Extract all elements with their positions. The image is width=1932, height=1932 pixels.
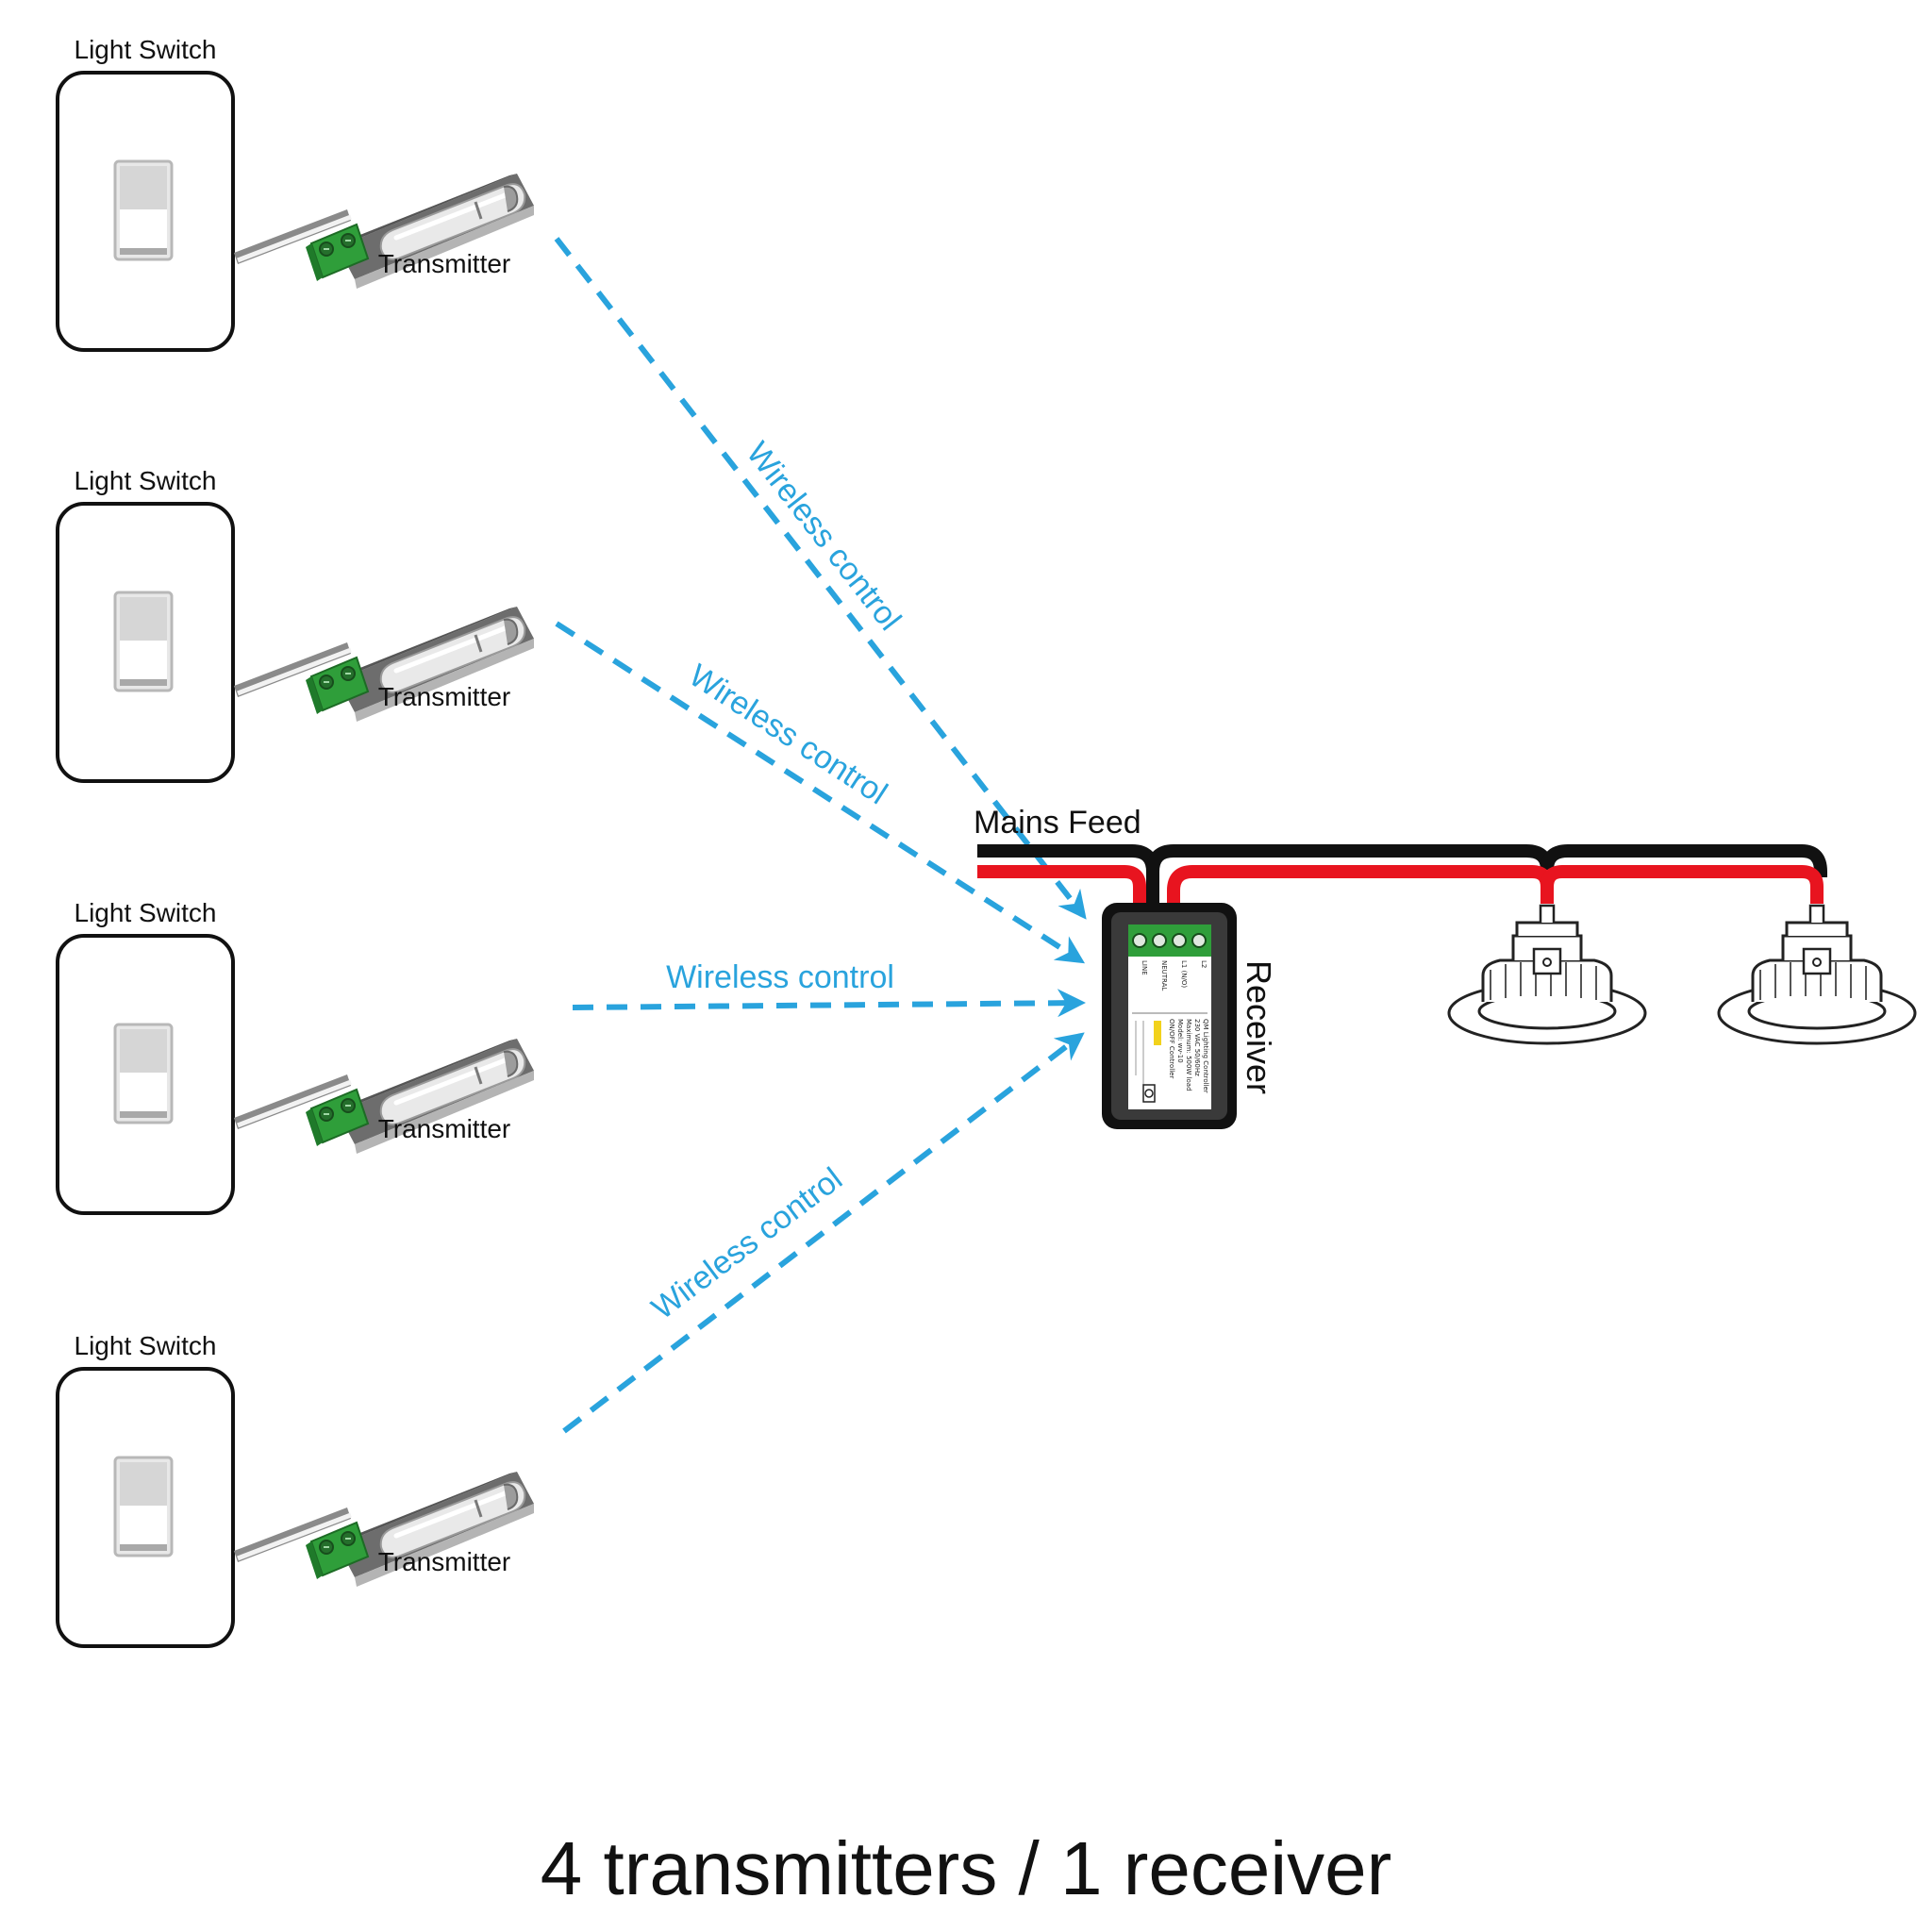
light-switch: [56, 502, 235, 783]
light-switch-label: Light Switch: [75, 35, 217, 64]
light-switch-label: Light Switch: [75, 898, 217, 927]
light-switch: [56, 1367, 235, 1648]
spec-line-4: Model: wv-10: [1176, 1019, 1184, 1063]
mains-feed-label: Mains Feed: [974, 805, 1141, 841]
transmitter-label: Transmitter: [378, 1547, 511, 1576]
switch-unit-1: Light Switch Transmitter: [56, 35, 534, 352]
terminal-screws: [1132, 933, 1207, 948]
transmitter-label: Transmitter: [378, 682, 511, 711]
spec-line-3: Maximum: 500W load: [1185, 1019, 1192, 1091]
downlight-2: [1717, 904, 1917, 1045]
switched-live-wire-2: [1541, 865, 1824, 904]
receiver-label: Receiver: [1240, 960, 1278, 1094]
wireless-arrow-2: [555, 621, 1086, 964]
wireless-arrow-1: [554, 237, 1087, 920]
transmitter-label: Transmitter: [378, 249, 511, 278]
spec-line-1: QM Lighting Controller: [1202, 1019, 1209, 1093]
certification-mark-icon: [1142, 1084, 1156, 1103]
spec-line-5: ON/OFF Controller: [1168, 1019, 1175, 1078]
terminal-label-neutral: NEUTRAL: [1160, 960, 1168, 991]
downlight-1: [1447, 904, 1647, 1045]
wireless-arrow-3: [572, 989, 1086, 1018]
neutral-wire-run-2: [1541, 844, 1827, 878]
terminal-label-l1: L1 (N/O): [1180, 960, 1188, 988]
receiver-terminal-labels: L2 L1 (N/O) NEUTRAL LINE: [1141, 960, 1208, 991]
receiver-unit: L2 L1 (N/O) NEUTRAL LINE QM Lighting Con…: [1102, 903, 1237, 1129]
transmitter-label: Transmitter: [378, 1114, 511, 1143]
receiver-spec-text: QM Lighting Controller 230 VAC 50/60Hz M…: [1168, 1019, 1209, 1093]
switched-live-wire: [1167, 865, 1554, 908]
neutral-wire-feed: [977, 844, 1159, 908]
mains-wiring: [977, 844, 1827, 908]
warning-sticker: [1154, 1021, 1161, 1045]
light-switch: [56, 71, 235, 352]
switch-unit-4: Light Switch Transmitter: [56, 1331, 534, 1648]
wireless-control-label-3: Wireless control: [666, 959, 894, 995]
light-switch-label: Light Switch: [75, 466, 217, 495]
wireless-control-label-1: Wireless control: [740, 436, 908, 638]
spec-line-2: 230 VAC 50/60Hz: [1193, 1019, 1201, 1076]
switch-unit-3: Light Switch Transmitter: [56, 898, 534, 1215]
receiver-fine-print: [1135, 1021, 1144, 1085]
light-switch-label: Light Switch: [75, 1331, 217, 1360]
switch-unit-2: Light Switch Transmitter: [56, 466, 534, 783]
wireless-control-label-2: Wireless control: [683, 658, 894, 812]
live-wire-feed: [977, 865, 1146, 908]
terminal-label-line: LINE: [1141, 960, 1148, 975]
terminal-label-l2: L2: [1200, 960, 1208, 968]
wireless-links: [554, 237, 1087, 1434]
diagram-caption: 4 transmitters / 1 receiver: [541, 1826, 1392, 1910]
light-switch: [56, 934, 235, 1215]
wireless-control-label-4: Wireless control: [645, 1160, 849, 1326]
wireless-arrow-4: [562, 1032, 1085, 1434]
